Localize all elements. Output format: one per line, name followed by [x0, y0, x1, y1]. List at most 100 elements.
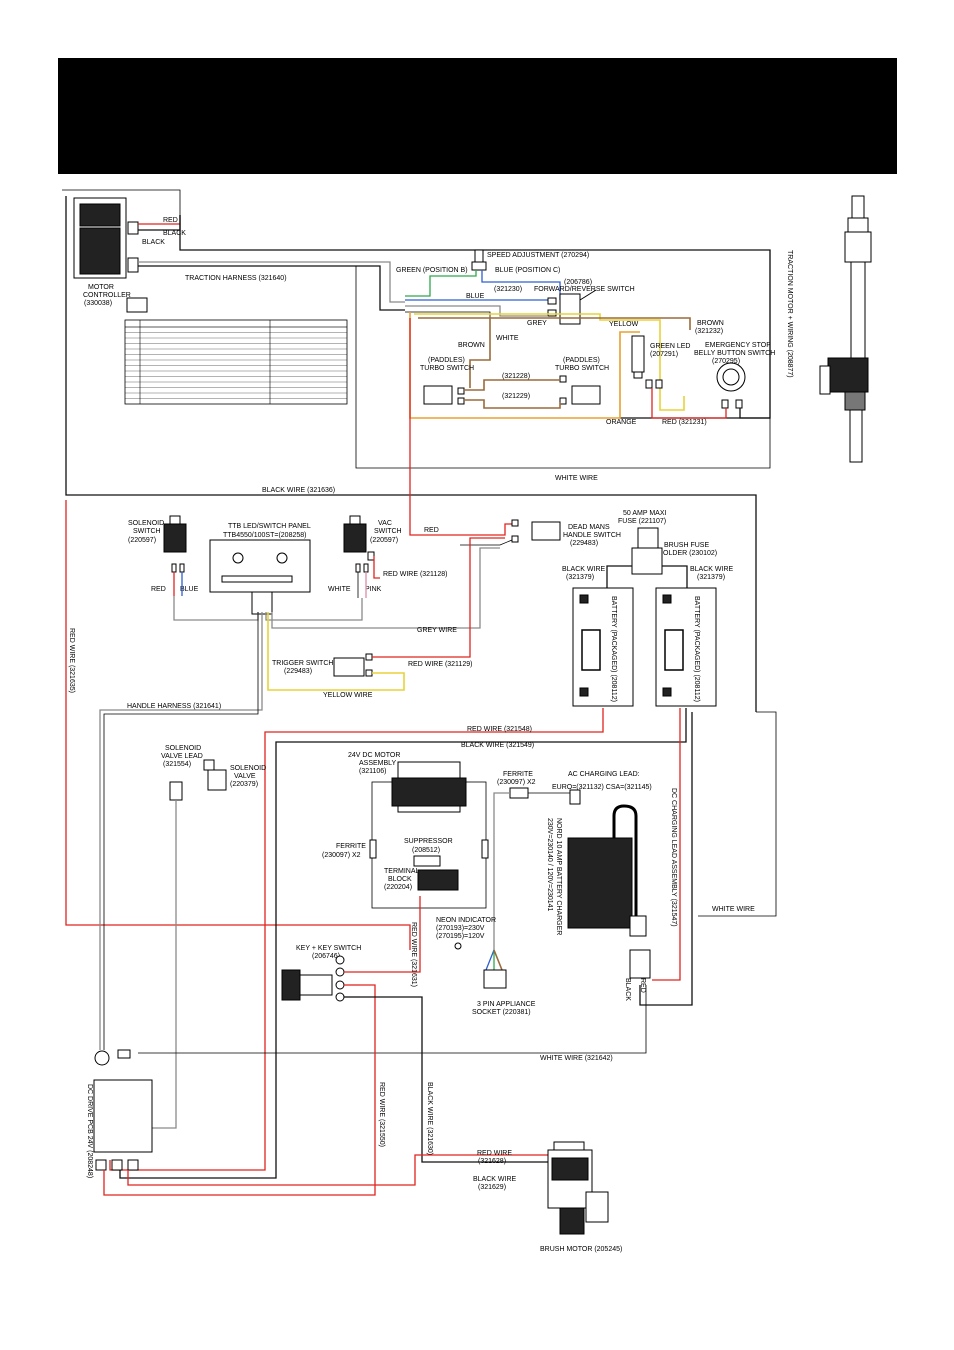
motor-controller-code: (330038) [84, 300, 112, 307]
neon-label: NEON INDICATOR [436, 917, 496, 924]
fwd-rev-label: FORWARD/REVERSE SWITCH [534, 286, 635, 293]
solenoid-valve [203, 759, 227, 791]
dead-mans-switch [511, 519, 561, 543]
dead-mans-code: (229483) [570, 540, 598, 547]
red-blue-label: RED [151, 586, 166, 593]
white-wire-top-label: WHITE WIRE [555, 475, 598, 482]
ferrite-top [509, 787, 529, 799]
forward-reverse-switch [547, 289, 597, 325]
battery-left [572, 587, 634, 707]
black-wire-321379-l: BLACK WIRE [562, 566, 606, 573]
red-wire-321628-code: (321628) [478, 1158, 506, 1165]
pinout-table [124, 297, 348, 405]
red-wire-321129-label: RED WIRE (321129) [408, 661, 472, 668]
red-panel-label: RED [424, 527, 439, 534]
grey-wire-label: GREY WIRE [417, 627, 457, 634]
socket-label2: SOCKET (220381) [472, 1009, 531, 1016]
green-led-code: (207291) [650, 351, 678, 358]
estop-label2: BELLY BUTTON SWITCH [694, 350, 775, 357]
code-206786: (206786) [564, 279, 592, 286]
speed-adjustment [471, 249, 487, 271]
terminal-block-code: (220204) [384, 884, 412, 891]
white-pink-label: WHITE [328, 586, 351, 593]
white-wire-right-label: WHITE WIRE [712, 906, 755, 913]
suppressor-code: (208512) [412, 847, 440, 854]
red-wire-321548-label: RED WIRE (321548) [467, 726, 532, 733]
neon-label3: (270195)=120V [436, 933, 485, 940]
black-wire-321629-label: BLACK WIRE [473, 1176, 517, 1183]
dc-drive-pcb [93, 1049, 153, 1171]
red-321231-label: RED (321231) [662, 419, 707, 426]
socket-label: 3 PIN APPLIANCE [477, 1001, 536, 1008]
motor-controller [73, 197, 139, 279]
title-bar [58, 58, 897, 174]
ac-charging-label2: EURO=(321132) CSA=(321145) [552, 784, 652, 791]
solenoid-valve-lead-code: (321554) [163, 761, 191, 768]
battery-right [655, 587, 717, 707]
battery-right-label: BATTERY (PACKAGED) (208112) [693, 596, 700, 702]
brush-motor-label: BRUSH MOTOR (205245) [540, 1246, 622, 1253]
dc-drive-pcb-label: DC DRIVE PCB 24V (208248) [86, 1084, 93, 1178]
emergency-stop-switch [716, 362, 746, 409]
red-wire-321631-label: RED WIRE (321631) [410, 922, 417, 987]
trigger-switch-label: TRIGGER SWITCH [272, 660, 333, 667]
key-switch [281, 955, 345, 1002]
turbo-left-label: TURBO SWITCH [420, 365, 474, 372]
red-wire-321550-label: RED WIRE (321550) [378, 1082, 385, 1147]
ferrite-left-label: FERRITE [336, 843, 366, 850]
terminal-block-label2: BLOCK [388, 876, 412, 883]
black-wire-321549-label: BLACK WIRE (321549) [461, 742, 534, 749]
ferrite-left [369, 839, 377, 859]
white-label: WHITE [496, 335, 519, 342]
charger-codes: 230V=230140 / 120V=230141 [546, 818, 553, 912]
ferrite-top-code: (230097) X2 [497, 779, 536, 786]
vac-switch-label: VAC [378, 520, 392, 527]
dc-charging-lead-label: DC CHARGING LEAD ASSEMBLY (321547) [670, 788, 677, 927]
brush-motor [547, 1141, 609, 1235]
maxi-fuse-label: 50 AMP MAXI [623, 510, 667, 517]
red-lbl: RED [639, 978, 646, 993]
paddles-right-label: (PADDLES) [563, 357, 600, 364]
white-wire-321642-label: WHITE WIRE (321642) [540, 1055, 613, 1062]
black-wire-321629-code: (321629) [478, 1184, 506, 1191]
solenoid-valve-code: (220379) [230, 781, 258, 788]
ttb-led-switch-panel [209, 539, 311, 615]
dead-mans-label: DEAD MANS [568, 524, 610, 531]
key-switch-code: (206746) [312, 953, 340, 960]
maxi-fuse [631, 527, 663, 575]
black-wire-321630-label: BLACK WIRE (321630) [426, 1082, 433, 1155]
green-led [631, 335, 663, 389]
traction-motor [819, 195, 872, 463]
brown-right-label: BROWN [697, 320, 724, 327]
terminal-block [417, 869, 459, 891]
ac-charging-label: AC CHARGING LEAD: [568, 771, 640, 778]
key-switch-label: KEY + KEY SWITCH [296, 945, 361, 952]
ttb-panel-label: TTB LED/SWITCH PANEL [228, 523, 311, 530]
appliance-socket [483, 969, 507, 989]
orange-label: ORANGE [606, 419, 637, 426]
trigger-switch [333, 653, 373, 677]
handle-harness-label: HANDLE HARNESS (321641) [127, 703, 221, 710]
charger-label: NORD 10 AMP BATTERY CHARGER [555, 818, 562, 935]
solenoid-valve-label: SOLENOID [230, 765, 266, 772]
motor-controller-label2: CONTROLLER [83, 292, 131, 299]
ac-connector [569, 789, 581, 805]
blue-lbl: BLUE [180, 586, 199, 593]
code-321230: (321230) [494, 286, 522, 293]
vac-switch [343, 515, 375, 573]
solenoid-valve-lead-label2: VALVE LEAD [161, 753, 203, 760]
neon-label2: (270193)=230V [436, 925, 485, 932]
code-321229: (321229) [502, 393, 530, 400]
vac-switch-code: (220597) [370, 537, 398, 544]
estop-code: (270295) [712, 358, 740, 365]
suppressor-label: SUPPRESSOR [404, 838, 453, 845]
turbo-right-label: TURBO SWITCH [555, 365, 609, 372]
motor-assembly-label: 24V DC MOTOR [348, 752, 400, 759]
yellow-label: YELLOW [609, 321, 639, 328]
maxi-fuse-label2: FUSE (221107) [618, 518, 666, 525]
solenoid-valve-label2: VALVE [234, 773, 256, 780]
black-lbl: BLACK [624, 978, 631, 1001]
turbo-switch-right [559, 375, 601, 405]
trigger-switch-code: (229483) [284, 668, 312, 675]
